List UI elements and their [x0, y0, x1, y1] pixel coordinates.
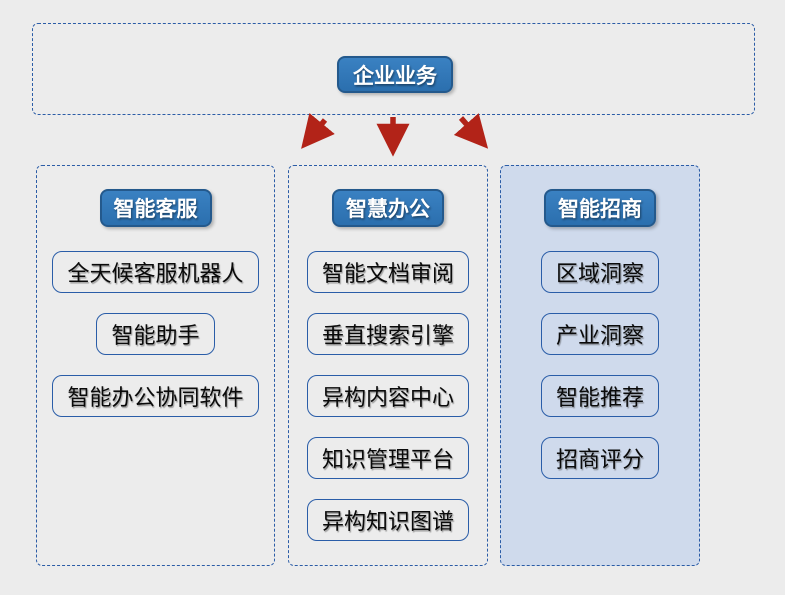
column-group-investment: 智能招商 区域洞察 产业洞察 智能推荐 招商评分: [500, 165, 700, 566]
leaf-node: 垂直搜索引擎: [306, 313, 469, 355]
leaf-node: 产业洞察: [540, 313, 659, 355]
leaf-node: 智能推荐: [540, 375, 659, 417]
column-header-button: 智能招商: [544, 189, 656, 227]
leaf-node: 智能文档审阅: [306, 251, 469, 293]
leaf-node: 智能助手: [96, 313, 215, 355]
leaf-node: 异构知识图谱: [306, 499, 469, 541]
arrow-down-left-icon: [301, 112, 335, 149]
column-header-button: 智能客服: [99, 189, 212, 227]
leaf-node: 异构内容中心: [306, 375, 469, 417]
leaf-node: 智能办公协同软件: [52, 375, 259, 417]
arrow-down-right-icon: [453, 113, 489, 149]
leaf-node: 区域洞察: [540, 251, 659, 293]
leaf-node: 招商评分: [540, 437, 659, 479]
root-group-box: [32, 23, 755, 115]
column-header-button: 智慧办公: [332, 189, 444, 227]
column-group-smart-office: 智慧办公 智能文档审阅 垂直搜索引擎 异构内容中心 知识管理平台 异构知识图谱: [288, 165, 488, 566]
leaf-node: 知识管理平台: [306, 437, 469, 479]
leaf-node: 全天候客服机器人: [52, 251, 259, 293]
column-group-customer-service: 智能客服 全天候客服机器人 智能助手 智能办公协同软件: [36, 165, 275, 566]
root-node-button: 企业业务: [337, 56, 453, 93]
